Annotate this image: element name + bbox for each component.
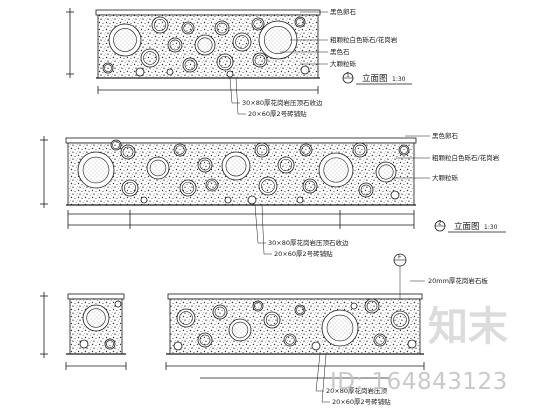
view-scale-middle: 1:30 — [484, 224, 498, 231]
stone-ring — [135, 67, 145, 77]
stone-core — [199, 159, 211, 171]
elevation-top-annotations — [229, 11, 328, 115]
stone-ring — [79, 339, 89, 349]
stone-core — [197, 37, 213, 53]
stone-core — [375, 335, 385, 345]
stone-ring — [296, 196, 304, 204]
stone-ring — [114, 300, 122, 308]
callout-middle-1: 黑色卵石 — [432, 131, 459, 140]
note-middle-2: 20×60厚2号砖铺贴 — [274, 249, 333, 258]
stone-core — [179, 311, 193, 325]
stone-core — [214, 306, 226, 318]
stone-core — [393, 313, 407, 327]
stone-ring — [350, 302, 358, 310]
elevation-bottom-annotations — [315, 264, 425, 403]
stone-core — [264, 26, 292, 54]
stone-core — [122, 146, 134, 158]
stone-core — [153, 18, 167, 32]
watermark-id: ID: 164843123 — [330, 369, 508, 395]
stone-core — [183, 23, 193, 33]
stone-core — [218, 55, 232, 69]
stone-core — [112, 141, 120, 149]
section-mark-top: 1 — [346, 72, 350, 79]
stone-core — [366, 300, 378, 312]
stone-core — [296, 18, 304, 26]
stone-core — [326, 314, 354, 342]
stone-core — [199, 334, 211, 346]
stone-core — [360, 184, 372, 196]
stone-core — [169, 39, 181, 51]
stone-core — [378, 164, 394, 180]
callout-top-1: 黑色卵石 — [330, 7, 357, 16]
stone-core — [231, 321, 249, 339]
note-bottom-2: 20×60厚2号砖铺贴 — [332, 397, 391, 406]
elevation-middle-annotations — [254, 135, 430, 255]
stone-core — [207, 180, 217, 190]
stone-ring — [390, 190, 400, 200]
callout-middle-3: 大颗粒砾 — [432, 173, 459, 182]
stone-core — [113, 28, 137, 52]
view-title-middle: 立面图 — [454, 221, 480, 232]
note-top-1: 30×80厚花岗岩压顶石收边 — [242, 98, 323, 107]
view-title-top: 立面图 — [362, 73, 388, 84]
stone-ring — [173, 341, 183, 351]
callout-middle-2: 粗颗粒白色砾石/花岗岩 — [432, 153, 500, 162]
stone-core — [279, 158, 293, 172]
section-marker-bottom: F — [393, 254, 407, 267]
stone-core — [235, 35, 249, 49]
watermark: 知末 ID: 164843123 — [330, 304, 508, 395]
stone-core — [216, 22, 228, 34]
view-scale-top: 1:30 — [392, 76, 406, 83]
watermark-brand: 知末 — [428, 304, 508, 350]
stone-core — [400, 146, 408, 154]
section-mark-bottom: F — [398, 254, 402, 261]
callout-bottom-1: 20mm厚花岗岩石板 — [428, 276, 488, 285]
stone-core — [253, 19, 263, 29]
stone-core — [149, 159, 167, 177]
stone-core — [254, 302, 262, 310]
stone-core — [256, 144, 268, 156]
stone-core — [175, 145, 185, 155]
stone-ring — [140, 196, 148, 204]
stone-circles-middle — [77, 139, 410, 205]
stone-circles-bottom — [79, 298, 417, 351]
stone-core — [296, 306, 304, 314]
stone-core — [301, 145, 311, 155]
stone-ring — [247, 195, 257, 205]
stone-ring — [407, 339, 417, 349]
stone-core — [104, 64, 112, 72]
stone-ring — [311, 341, 321, 351]
stone-ring — [226, 70, 234, 78]
note-top-2: 20×60厚2号砖铺贴 — [248, 109, 307, 118]
title-block-middle: 2 立面图 1:30 — [434, 220, 506, 233]
callout-top-3: 黑色石 — [330, 47, 350, 56]
stone-circles-top — [102, 16, 310, 78]
stone-core — [354, 144, 366, 156]
title-block-top: 1 立面图 1:30 — [342, 72, 412, 85]
stone-ring — [166, 68, 174, 76]
stone-core — [285, 335, 295, 345]
stone-core — [82, 156, 110, 184]
stone-core — [261, 179, 275, 193]
note-bottom-1: 20×80厚花岗岩压顶 — [326, 386, 387, 395]
stone-core — [181, 181, 195, 195]
stone-core — [323, 157, 349, 183]
stone-core — [265, 313, 279, 327]
note-middle-1: 30×80厚花岗岩压顶石收边 — [268, 238, 349, 247]
stone-core — [304, 180, 316, 192]
section-mark-middle: 2 — [438, 220, 442, 227]
callout-top-2: 粗颗粒白色砾石/花岗岩 — [330, 35, 398, 44]
stone-ring — [224, 196, 232, 204]
stone-ring — [300, 65, 310, 75]
stone-core — [225, 155, 247, 177]
stone-core — [184, 59, 196, 71]
callout-top-4: 大颗粒砾 — [330, 59, 357, 68]
stone-core — [123, 181, 137, 195]
stone-core — [143, 51, 157, 65]
stone-core — [254, 54, 266, 66]
stone-core — [86, 308, 106, 328]
stone-core — [106, 340, 114, 348]
